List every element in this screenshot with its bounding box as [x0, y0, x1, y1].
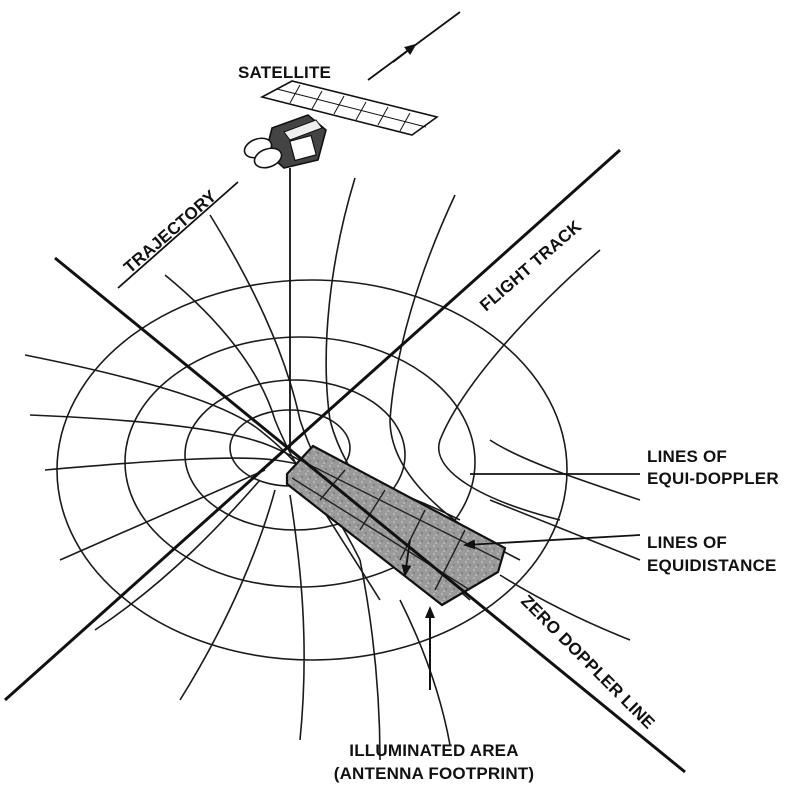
label-pointers	[401, 473, 641, 690]
equidistance-inner-arrow-icon	[401, 539, 412, 577]
satellite-label: SATELLITE	[238, 63, 331, 82]
doppler-curve	[164, 274, 381, 601]
trajectory-underline	[117, 181, 239, 289]
doppler-curve	[179, 489, 276, 701]
doppler-curve	[389, 194, 521, 561]
doppler-curve	[489, 439, 641, 501]
equi-doppler-label-line2: EQUI-DOPPLER	[647, 469, 779, 488]
equidistance-label-line2: EQUIDISTANCE	[647, 556, 777, 575]
doppler-curve	[399, 599, 451, 746]
satellite-icon	[243, 80, 439, 169]
trajectory-label: TRAJECTORY	[120, 186, 221, 277]
doppler-curve	[59, 469, 266, 561]
equi-doppler-label-line1: LINES OF	[647, 447, 727, 466]
equidistance-ring-4	[56, 279, 568, 661]
antenna-footprint	[285, 444, 507, 607]
doppler-curve	[289, 494, 305, 741]
zero-doppler-label: ZERO DOPPLER LINE	[517, 591, 658, 732]
illuminated-area-label-line2: (ANTENNA FOOTPRINT)	[334, 764, 535, 783]
doppler-curve	[499, 574, 631, 641]
illuminated-area-label-line1: ILLUMINATED AREA	[349, 741, 518, 760]
direction-arrow-icon	[392, 43, 417, 63]
flight-track-line	[4, 148, 621, 702]
doppler-curve	[359, 559, 381, 761]
equidistance-label-line1: LINES OF	[647, 533, 727, 552]
doppler-curve	[489, 499, 641, 561]
equidistance-ring-3	[124, 336, 476, 588]
zero-doppler-line	[54, 256, 686, 774]
doppler-curve	[94, 479, 261, 631]
equidistance-pointer-arrow-icon	[463, 534, 641, 550]
doppler-curve	[437, 249, 601, 521]
